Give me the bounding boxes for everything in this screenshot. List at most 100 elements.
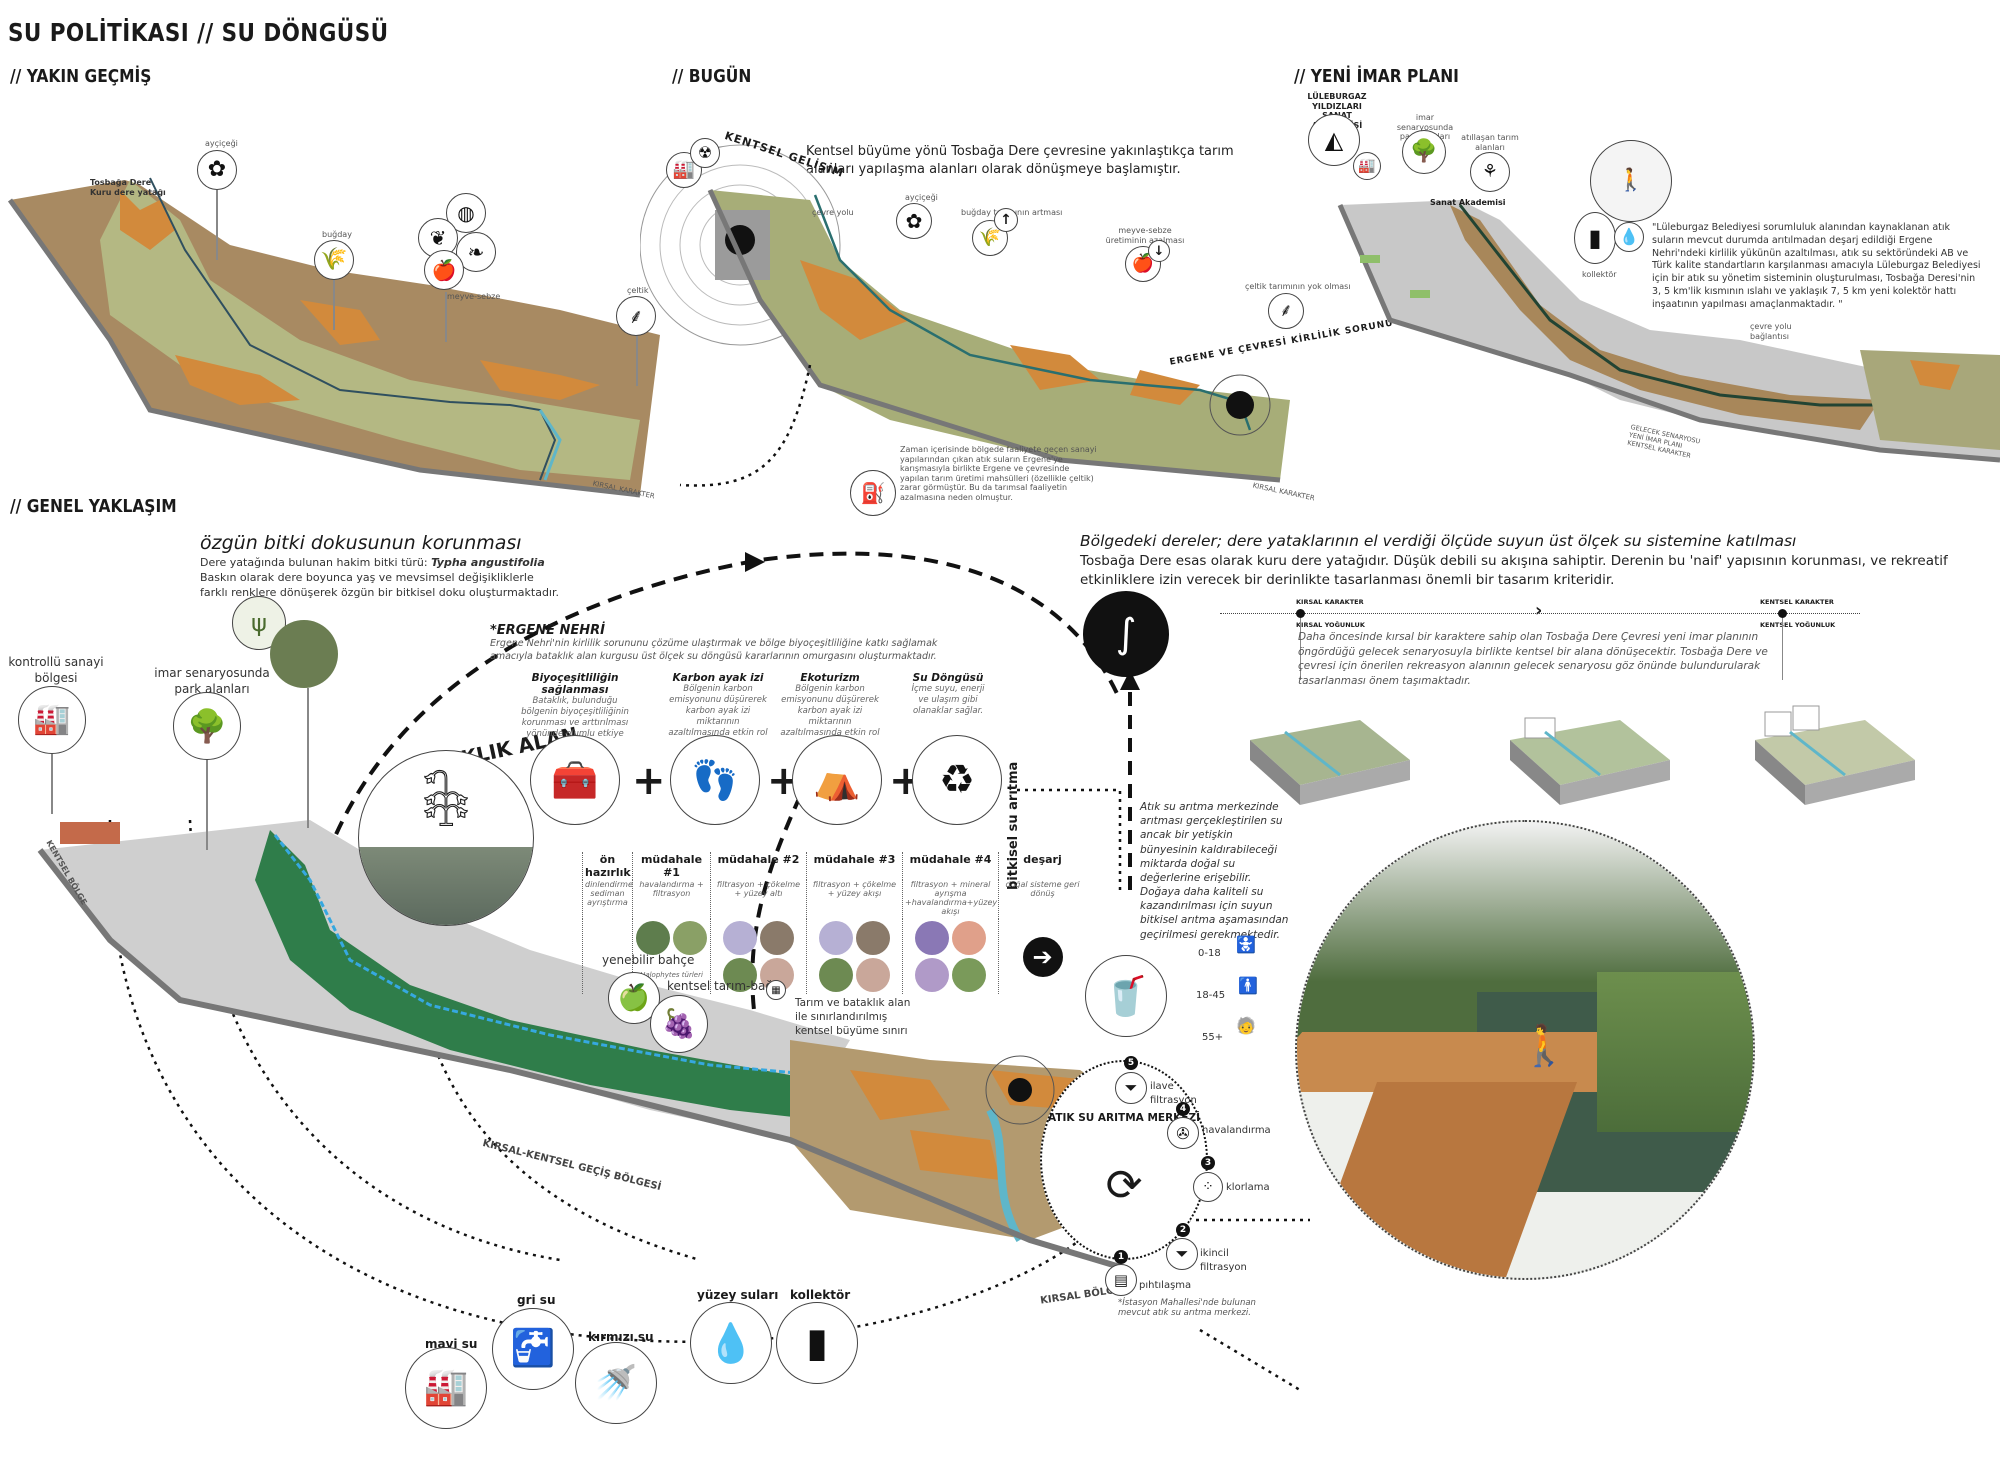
building-icon [725, 225, 755, 255]
reeds [1597, 972, 1753, 1132]
flow-arrow-mid [188, 819, 561, 1262]
growth-boundary [750, 774, 812, 1051]
tank-icon: ▮ [776, 1302, 858, 1384]
stage-head: müdahale #1 [632, 852, 710, 880]
label-kirmizi-su: kırmızı su [588, 1330, 654, 1344]
age-label: 18-45 [1196, 990, 1226, 1001]
age-label: 0-18 [1198, 948, 1221, 959]
pillar-su-dongusu: Su Döngüsü İçme suyu, enerji ve ulaşım g… [908, 672, 988, 717]
field-green [710, 190, 1290, 480]
section-models [1250, 705, 1915, 805]
slab-edge [7, 198, 641, 498]
scale-line [1220, 613, 1860, 614]
yeni-imar-quote: "Lüleburgaz Belediyesi sorumluluk alanın… [1652, 222, 1981, 310]
rural-remainder [1860, 350, 2000, 450]
stage-sub: filtrasyon + çökelme + yüzey altı [710, 880, 806, 919]
section-heading-bugun: // BUGÜN [672, 66, 752, 87]
step-number: 5 [1124, 1056, 1138, 1070]
rice-icon: ⸙ [616, 296, 656, 336]
label-yuzey-sulari: yüzey suları [697, 1288, 779, 1302]
section-heading-genel: // GENEL YAKLAŞIM [10, 496, 177, 517]
cabbage-icon: ◍ [446, 193, 486, 233]
plant-photo-eichornia [915, 958, 949, 992]
big-loop-arrow [298, 551, 1122, 991]
orange-patch [850, 1070, 950, 1120]
orange-patch [175, 355, 300, 405]
label-yenebilir-bahce: yenebilir bahçe [602, 953, 695, 967]
stage-sub: doğal sisteme geri dönüş [998, 880, 1086, 919]
boardwalk-perspective: 🚶 [1295, 820, 1755, 1280]
park-patch [1360, 255, 1380, 263]
orange-patch [1910, 360, 1960, 390]
bitkisel-line [1015, 788, 1122, 890]
scale-right-top: KENTSEL KARAKTER [1760, 598, 1834, 606]
label-imar-park: imar senaryosunda park alanları [154, 666, 270, 697]
water-recycle-icon: ⟳ [1105, 1160, 1143, 1211]
bugun-note: Zaman içerisinde bölgede faaliyete geçen… [900, 445, 1097, 502]
water-cycle-icon: ♻ [912, 735, 1002, 825]
chlorine-icon: ⁘ [1193, 1172, 1223, 1202]
label-kollektor: kollektör [1582, 270, 1617, 279]
orange-patch [480, 360, 600, 400]
label-kentsel-tarim: kentsel tarım-bağ [667, 979, 773, 993]
scale-right-bottom: KENTSEL YOĞUNLUK [1760, 621, 1836, 629]
bugun-description: Kentsel büyüme yönü Tosbağa Dere çevresi… [806, 144, 1234, 178]
cycle-arrows [108, 551, 1310, 1392]
elderly-icon: 🧓 [1236, 1016, 1256, 1035]
callout-line [307, 688, 309, 828]
callout-line [333, 280, 335, 330]
tree-icon: 🌳 [1402, 130, 1446, 174]
bugun-terrain [640, 144, 1290, 487]
label-cevre-yolu: çevre yolu [812, 208, 854, 217]
label-kontrollu-sanayi: kontrollü sanayi bölgesi [8, 655, 104, 686]
stage-sub: dinlendirme sediman ayrıştırma [582, 880, 633, 919]
treatment-title-wrap: ATIK SU ARITMA MERKEZİ [1042, 1112, 1206, 1124]
plant-photo-phragmites [760, 921, 794, 955]
age-label: 55+ [1202, 1032, 1224, 1043]
ozgun-line3: farklı renklere dönüşerek özgün bir bitk… [200, 585, 559, 599]
stage-cell [710, 919, 806, 994]
lettuce-icon: ❧ [456, 232, 496, 272]
factory-icon: 🏭 [666, 152, 702, 188]
label-celtik: çeltik [627, 286, 649, 295]
river-blue [986, 1108, 1024, 1243]
apple-icon: 🍎 [424, 250, 464, 290]
tent-icon: ⛺ [792, 735, 882, 825]
scale-left-bottom: KIRSAL YOĞUNLUK [1296, 621, 1365, 629]
water-drop-icon: 💧 [1614, 222, 1644, 252]
funnel-icon: ⏷ [1115, 1072, 1147, 1104]
pillar-karbon: Karbon ayak izi Bölgenin karbon emisyonu… [668, 672, 768, 750]
scale-tick [1782, 618, 1783, 680]
to-park-line [1199, 1328, 1301, 1392]
label-bugday: buğday [322, 230, 352, 239]
stage-cell [582, 919, 632, 994]
stream-icon: ∫ [1083, 591, 1169, 677]
discharge-pipe-icon: 🚿 [575, 1342, 657, 1424]
scale-left-top: KIRSAL KARAKTER [1296, 598, 1364, 606]
step-label: klorlama [1226, 1182, 1270, 1193]
river-line [149, 177, 557, 481]
step-label: ilave filtrasyon [1150, 1081, 1197, 1106]
radius-ring [640, 144, 841, 346]
scale-dot-left [1296, 609, 1305, 618]
arrow-down-icon: ↓ [1148, 240, 1170, 262]
stage-cell: ➔ [998, 919, 1086, 994]
collector-tank-icon: ▮ [1574, 212, 1616, 264]
stage-cell: Halophytes türleri [632, 919, 710, 994]
treatment-stages-table: ön hazırlık müdahale #1 müdahale #2 müda… [582, 852, 1102, 994]
step-number: 4 [1176, 1102, 1190, 1116]
fan-icon: ✇ [1167, 1117, 1199, 1149]
water-cup-icon: 🥤 [1085, 955, 1167, 1037]
plant-photo-scirpus [856, 958, 890, 992]
stage-head: müdahale #2 [710, 852, 806, 880]
yeni-imar-terrain [1337, 200, 2000, 463]
factory-icon: 🏭 [1353, 152, 1381, 180]
pillar-title: Karbon ayak izi [672, 672, 764, 684]
flow-arrow-outer [108, 819, 1081, 1344]
callout-line [51, 754, 53, 814]
callout-line [636, 336, 638, 386]
section-detail-circle: 🚶 [1590, 140, 1672, 222]
label-sanat-akademisi: Sanat Akademisi [1430, 198, 1506, 207]
plant-photo-iris [915, 921, 949, 955]
orange-patch [910, 1130, 1000, 1180]
